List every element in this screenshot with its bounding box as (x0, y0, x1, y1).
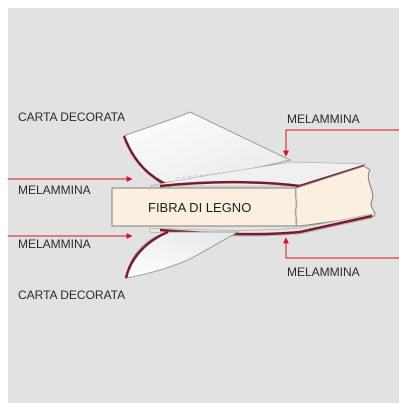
top-melamine-layer (149, 161, 367, 188)
bottom-decorative-paper-sheet (124, 230, 240, 279)
diagram-labels: CARTA DECORATA MELAMMINA MELAMMINA MELAM… (18, 110, 360, 302)
label-bottom-right-melamine: MELAMMINA (287, 265, 360, 279)
label-top-left-paper: CARTA DECORATA (18, 110, 125, 124)
label-top-right-melamine: MELAMMINA (287, 112, 360, 126)
core-label: FIBRA DI LEGNO (148, 200, 251, 215)
label-left-lower-melamine: MELAMMINA (18, 237, 91, 251)
annotation-arrows (8, 129, 399, 259)
wood-fiber-core: FIBRA DI LEGNO (111, 165, 376, 227)
label-bottom-left-paper: CARTA DECORATA (18, 288, 125, 302)
arrow-top-right-melamine (283, 129, 399, 157)
label-left-upper-melamine: MELAMMINA (18, 183, 91, 197)
arrow-bottom-right-melamine (283, 237, 399, 259)
